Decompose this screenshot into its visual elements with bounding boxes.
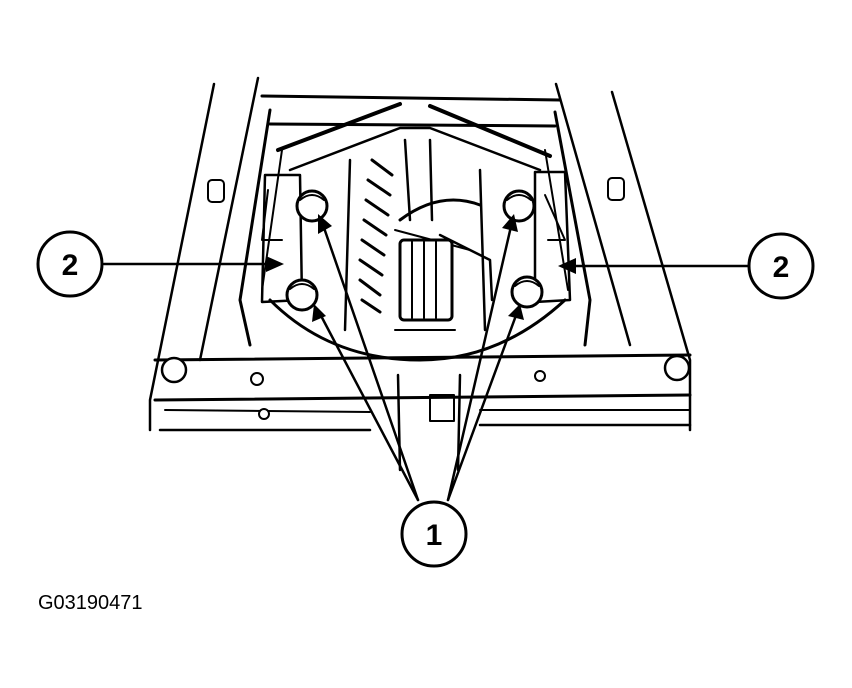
nut-lower-right [510, 275, 544, 309]
callout-right-2-label: 2 [773, 251, 790, 284]
chassis-drawing [148, 76, 692, 472]
figure-id-label: G03190471 [38, 592, 143, 614]
callout-bottom-1-label: 1 [426, 519, 443, 552]
nut-upper-left [295, 189, 329, 223]
leader-lines [102, 214, 750, 502]
callout-left-2: 2 [36, 230, 104, 298]
nut-lower-left [285, 278, 319, 312]
callout-left-2-label: 2 [62, 249, 79, 282]
nut-upper-right [502, 189, 536, 223]
callout-bottom-1: 1 [400, 500, 468, 568]
mounting-nuts [285, 189, 544, 312]
callout-right-2: 2 [747, 232, 815, 300]
